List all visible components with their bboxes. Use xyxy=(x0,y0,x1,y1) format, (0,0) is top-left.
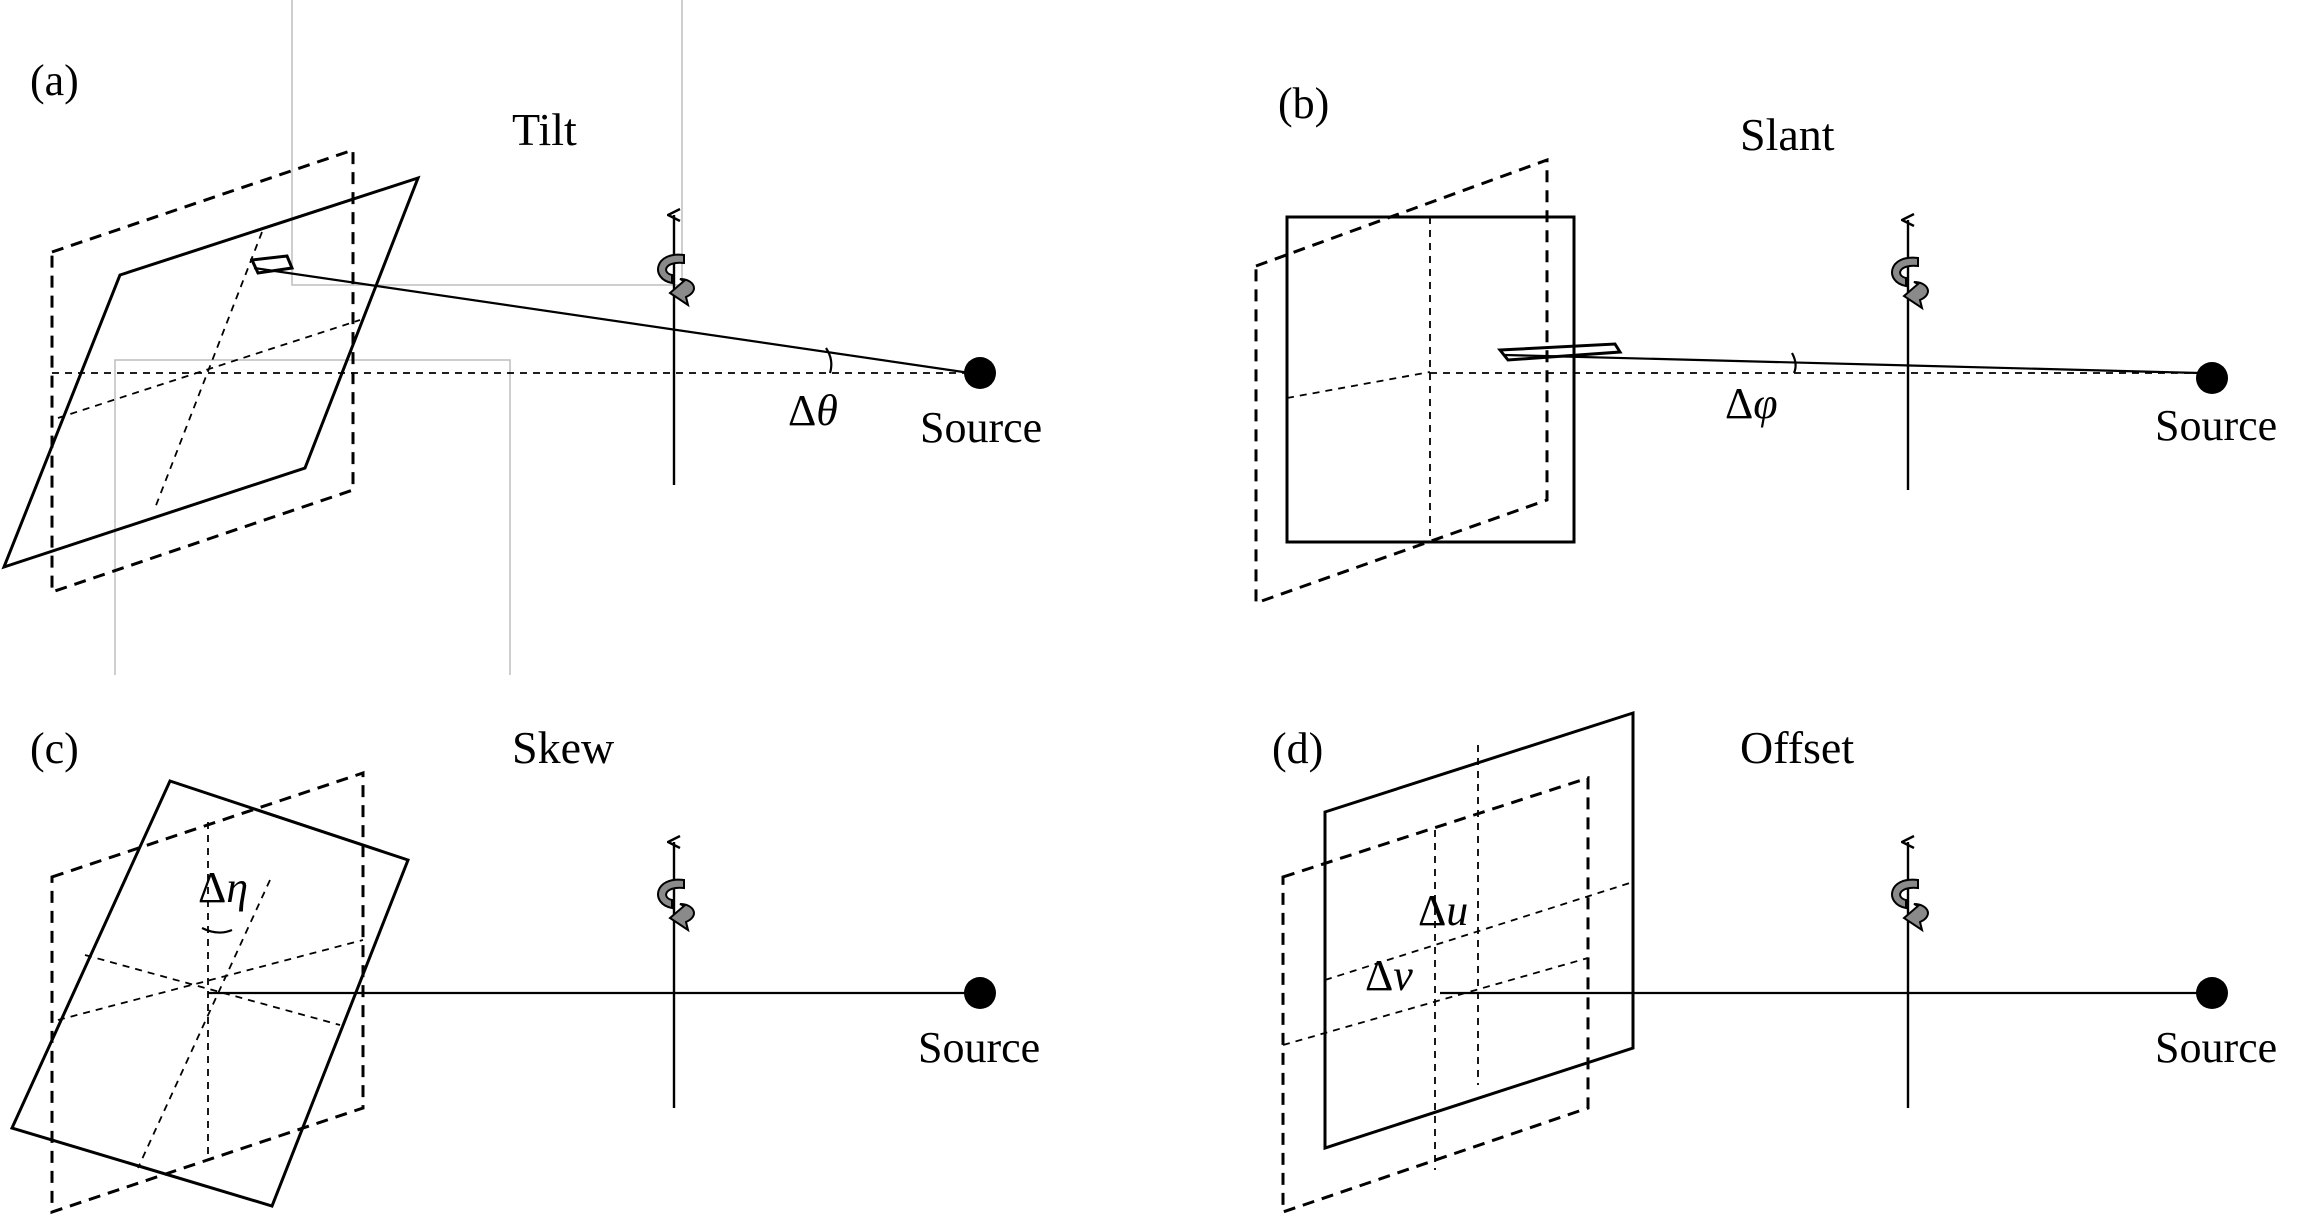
nominal-detector-plane xyxy=(1254,157,1549,606)
panel-tag: (a) xyxy=(30,56,79,105)
detector-center-line xyxy=(137,879,271,1169)
source-point-icon xyxy=(964,357,996,389)
offset-label-delta-u: Δu xyxy=(1418,886,1468,935)
angle-arc xyxy=(201,927,233,934)
angle-label-delta-theta: Δθ xyxy=(788,386,838,435)
panel-tag: (d) xyxy=(1272,724,1323,773)
offset-label-delta-v: Δv xyxy=(1365,951,1413,1000)
source-point-icon xyxy=(2196,362,2228,394)
normal-marker xyxy=(1497,342,1623,362)
detector-center-line xyxy=(84,954,341,1026)
source-point-icon xyxy=(2196,977,2228,1009)
detector-center-line xyxy=(1286,371,1431,399)
angle-label-delta-phi: Δφ xyxy=(1725,379,1778,428)
panel-tag: (b) xyxy=(1278,79,1329,128)
detector-center-line xyxy=(1282,957,1589,1046)
source-label: Source xyxy=(920,403,1042,452)
central-ray xyxy=(1504,353,2201,375)
panel-skew: (c) Skew Source Δη xyxy=(9,722,1040,1215)
panel-offset: (d) Offset Source Δu Δv xyxy=(1272,710,2277,1215)
nominal-detector-plane xyxy=(1281,775,1590,1215)
detector-center-line xyxy=(57,319,361,419)
rotation-arrow-icon xyxy=(1891,878,1929,931)
offset-detector-plane xyxy=(1323,710,1635,1151)
rotation-arrow-icon xyxy=(1891,256,1929,309)
angle-arc xyxy=(1791,352,1797,374)
source-label: Source xyxy=(2155,401,2277,450)
source-label: Source xyxy=(918,1023,1040,1072)
nominal-detector-plane xyxy=(50,770,365,1215)
skewed-detector-plane xyxy=(9,779,410,1208)
source-label: Source xyxy=(2155,1023,2277,1072)
central-ray xyxy=(253,266,971,375)
angle-arc xyxy=(825,347,833,374)
panel-slant: (b) Slant Source Δφ xyxy=(1254,79,2277,606)
tilted-detector-plane xyxy=(1,175,421,570)
panel-title: Skew xyxy=(512,722,615,773)
detector-center-line xyxy=(1324,881,1634,981)
panel-title: Slant xyxy=(1740,109,1835,160)
detector-center-line xyxy=(57,939,364,1021)
source-point-icon xyxy=(964,977,996,1009)
nominal-detector-plane xyxy=(50,147,355,595)
angle-label-delta-eta: Δη xyxy=(198,863,248,912)
rotation-arrow-icon xyxy=(657,878,695,931)
panel-title: Offset xyxy=(1740,722,1854,773)
panel-tag: (c) xyxy=(30,724,79,773)
panel-title: Tilt xyxy=(512,104,577,155)
panel-tilt: (a) Tilt Source Δθ xyxy=(1,0,1042,675)
rotation-arrow-icon xyxy=(657,253,695,306)
ghost-lines xyxy=(114,0,683,675)
